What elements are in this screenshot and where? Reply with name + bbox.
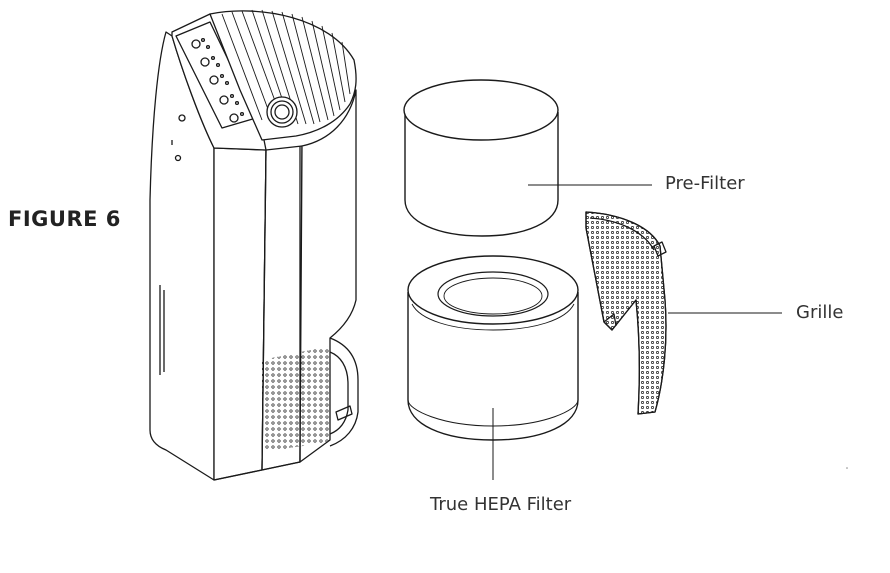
pre-filter-cylinder: [403, 79, 559, 237]
air-purifier-unit: [149, 9, 359, 481]
hepa-filter-label: True HEPA Filter: [430, 494, 572, 515]
grille-outline: [585, 211, 667, 415]
control-buttons: [191, 37, 245, 123]
pre-filter-label: Pre-Filter: [665, 173, 745, 194]
leader-lines: [492, 184, 782, 480]
hepa-filter-cylinder: [407, 255, 579, 441]
stray-dot: [846, 467, 848, 469]
grille-label: Grille: [796, 302, 844, 323]
unit-vent-perforations: [262, 346, 330, 452]
figure-title: FIGURE 6: [8, 207, 121, 231]
